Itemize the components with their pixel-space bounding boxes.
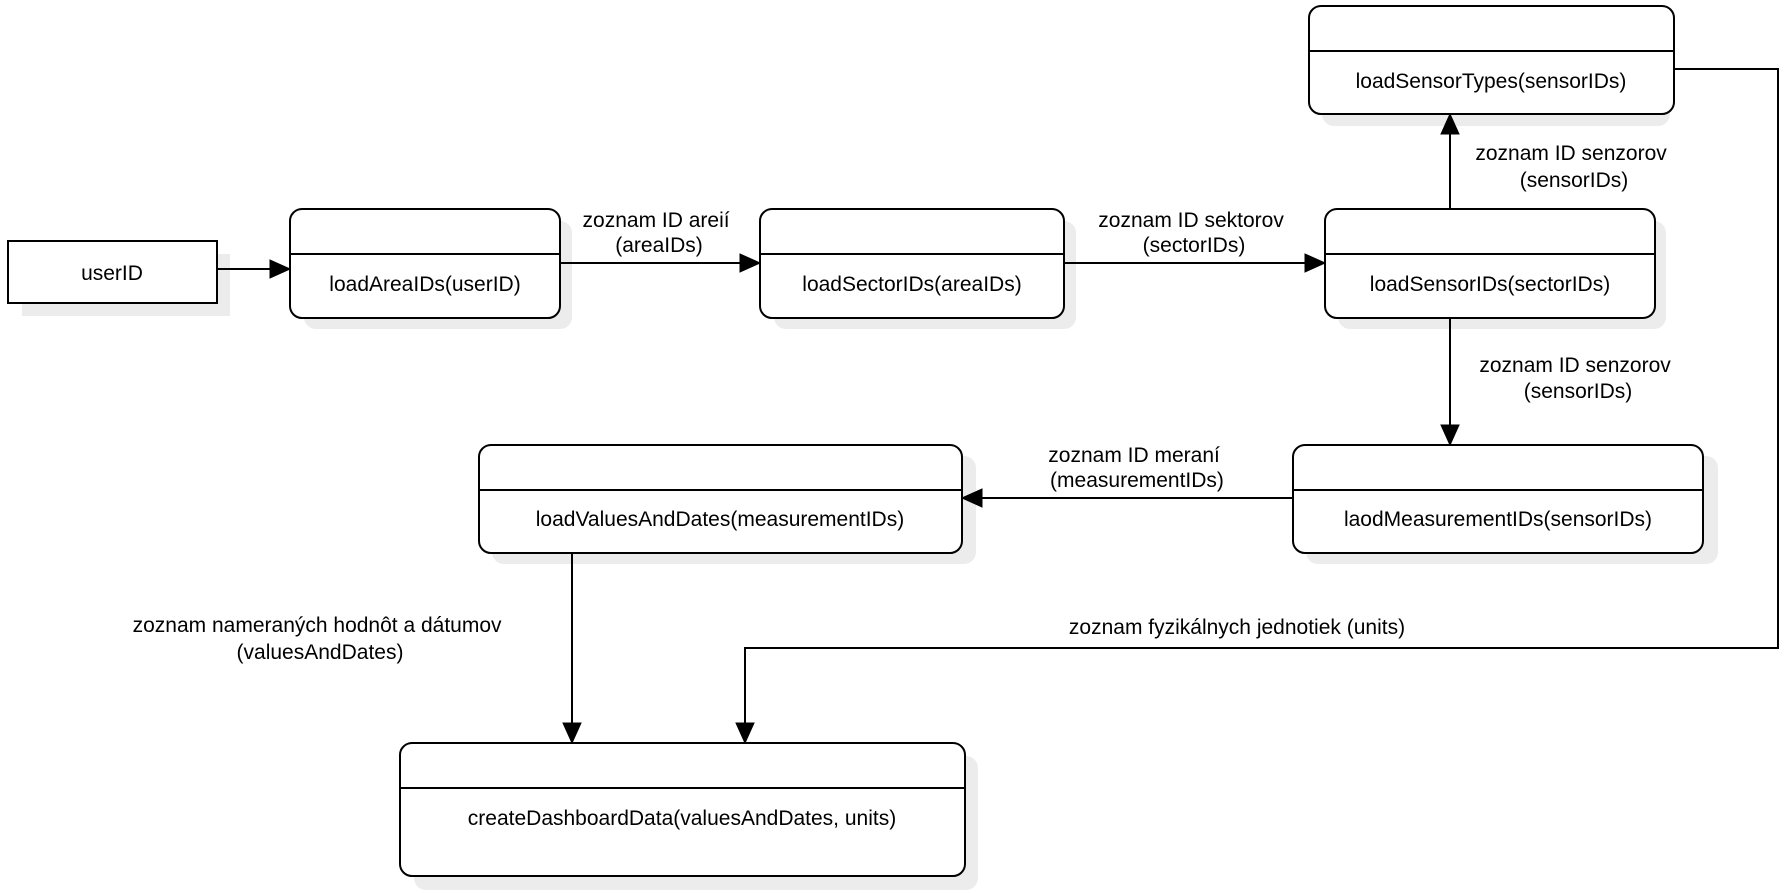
edge-label-sensor-ids-up: zoznam ID senzorov (sensorIDs) bbox=[1475, 142, 1672, 192]
arrowhead-up-icon bbox=[1440, 112, 1460, 135]
node-load-measurement-ids: laodMeasurementIDs(sensorIDs) bbox=[1292, 444, 1704, 554]
node-label: loadSensorIDs(sectorIDs) bbox=[1370, 273, 1610, 296]
arrowhead-right-icon bbox=[1304, 253, 1327, 273]
node-create-dashboard-data: createDashboardData(valuesAndDates, unit… bbox=[399, 742, 966, 877]
edge-label-area-ids: zoznam ID areií (areaIDs) bbox=[583, 209, 736, 257]
edge-label-values-and-dates: zoznam nameraných hodnôt a dátumov (valu… bbox=[133, 614, 508, 664]
edge-label-units: zoznam fyzikálnych jednotiek (units) bbox=[1069, 616, 1405, 639]
node-label: createDashboardData(valuesAndDates, unit… bbox=[468, 807, 896, 830]
node-user-id: userID bbox=[7, 240, 218, 304]
node-label: loadValuesAndDates(measurementIDs) bbox=[536, 508, 904, 531]
node-load-sector-ids: loadSectorIDs(areaIDs) bbox=[759, 208, 1065, 319]
arrowhead-down-icon bbox=[1440, 424, 1460, 447]
arrowhead-right-icon bbox=[269, 259, 292, 279]
edge-types-to-dashboard bbox=[744, 68, 1779, 723]
node-label: loadSectorIDs(areaIDs) bbox=[802, 273, 1021, 296]
edge-label-sensor-ids-down: zoznam ID senzorov (sensorIDs) bbox=[1479, 354, 1676, 403]
edge-label-measurement-ids: zoznam ID meraní (measurementIDs) bbox=[1048, 444, 1225, 492]
node-load-area-ids: loadAreaIDs(userID) bbox=[289, 208, 561, 319]
node-load-sensor-ids: loadSensorIDs(sectorIDs) bbox=[1324, 208, 1656, 319]
node-label: laodMeasurementIDs(sensorIDs) bbox=[1344, 508, 1652, 531]
edge-label-sector-ids: zoznam ID sektorov (sectorIDs) bbox=[1098, 209, 1289, 257]
arrowhead-left-icon bbox=[960, 488, 983, 508]
arrowhead-down-icon bbox=[735, 722, 755, 745]
node-label: loadAreaIDs(userID) bbox=[329, 273, 520, 296]
node-label: loadSensorTypes(sensorIDs) bbox=[1356, 70, 1627, 93]
edge-labels: zoznam ID areií (areaIDs) zoznam ID sekt… bbox=[133, 142, 1676, 664]
edges bbox=[217, 68, 1779, 745]
node-load-sensor-types: loadSensorTypes(sensorIDs) bbox=[1308, 5, 1675, 115]
arrowhead-right-icon bbox=[739, 253, 762, 273]
node-label: userID bbox=[81, 262, 143, 285]
arrowhead-down-icon bbox=[562, 722, 582, 745]
node-load-values-and-dates: loadValuesAndDates(measurementIDs) bbox=[478, 444, 963, 554]
